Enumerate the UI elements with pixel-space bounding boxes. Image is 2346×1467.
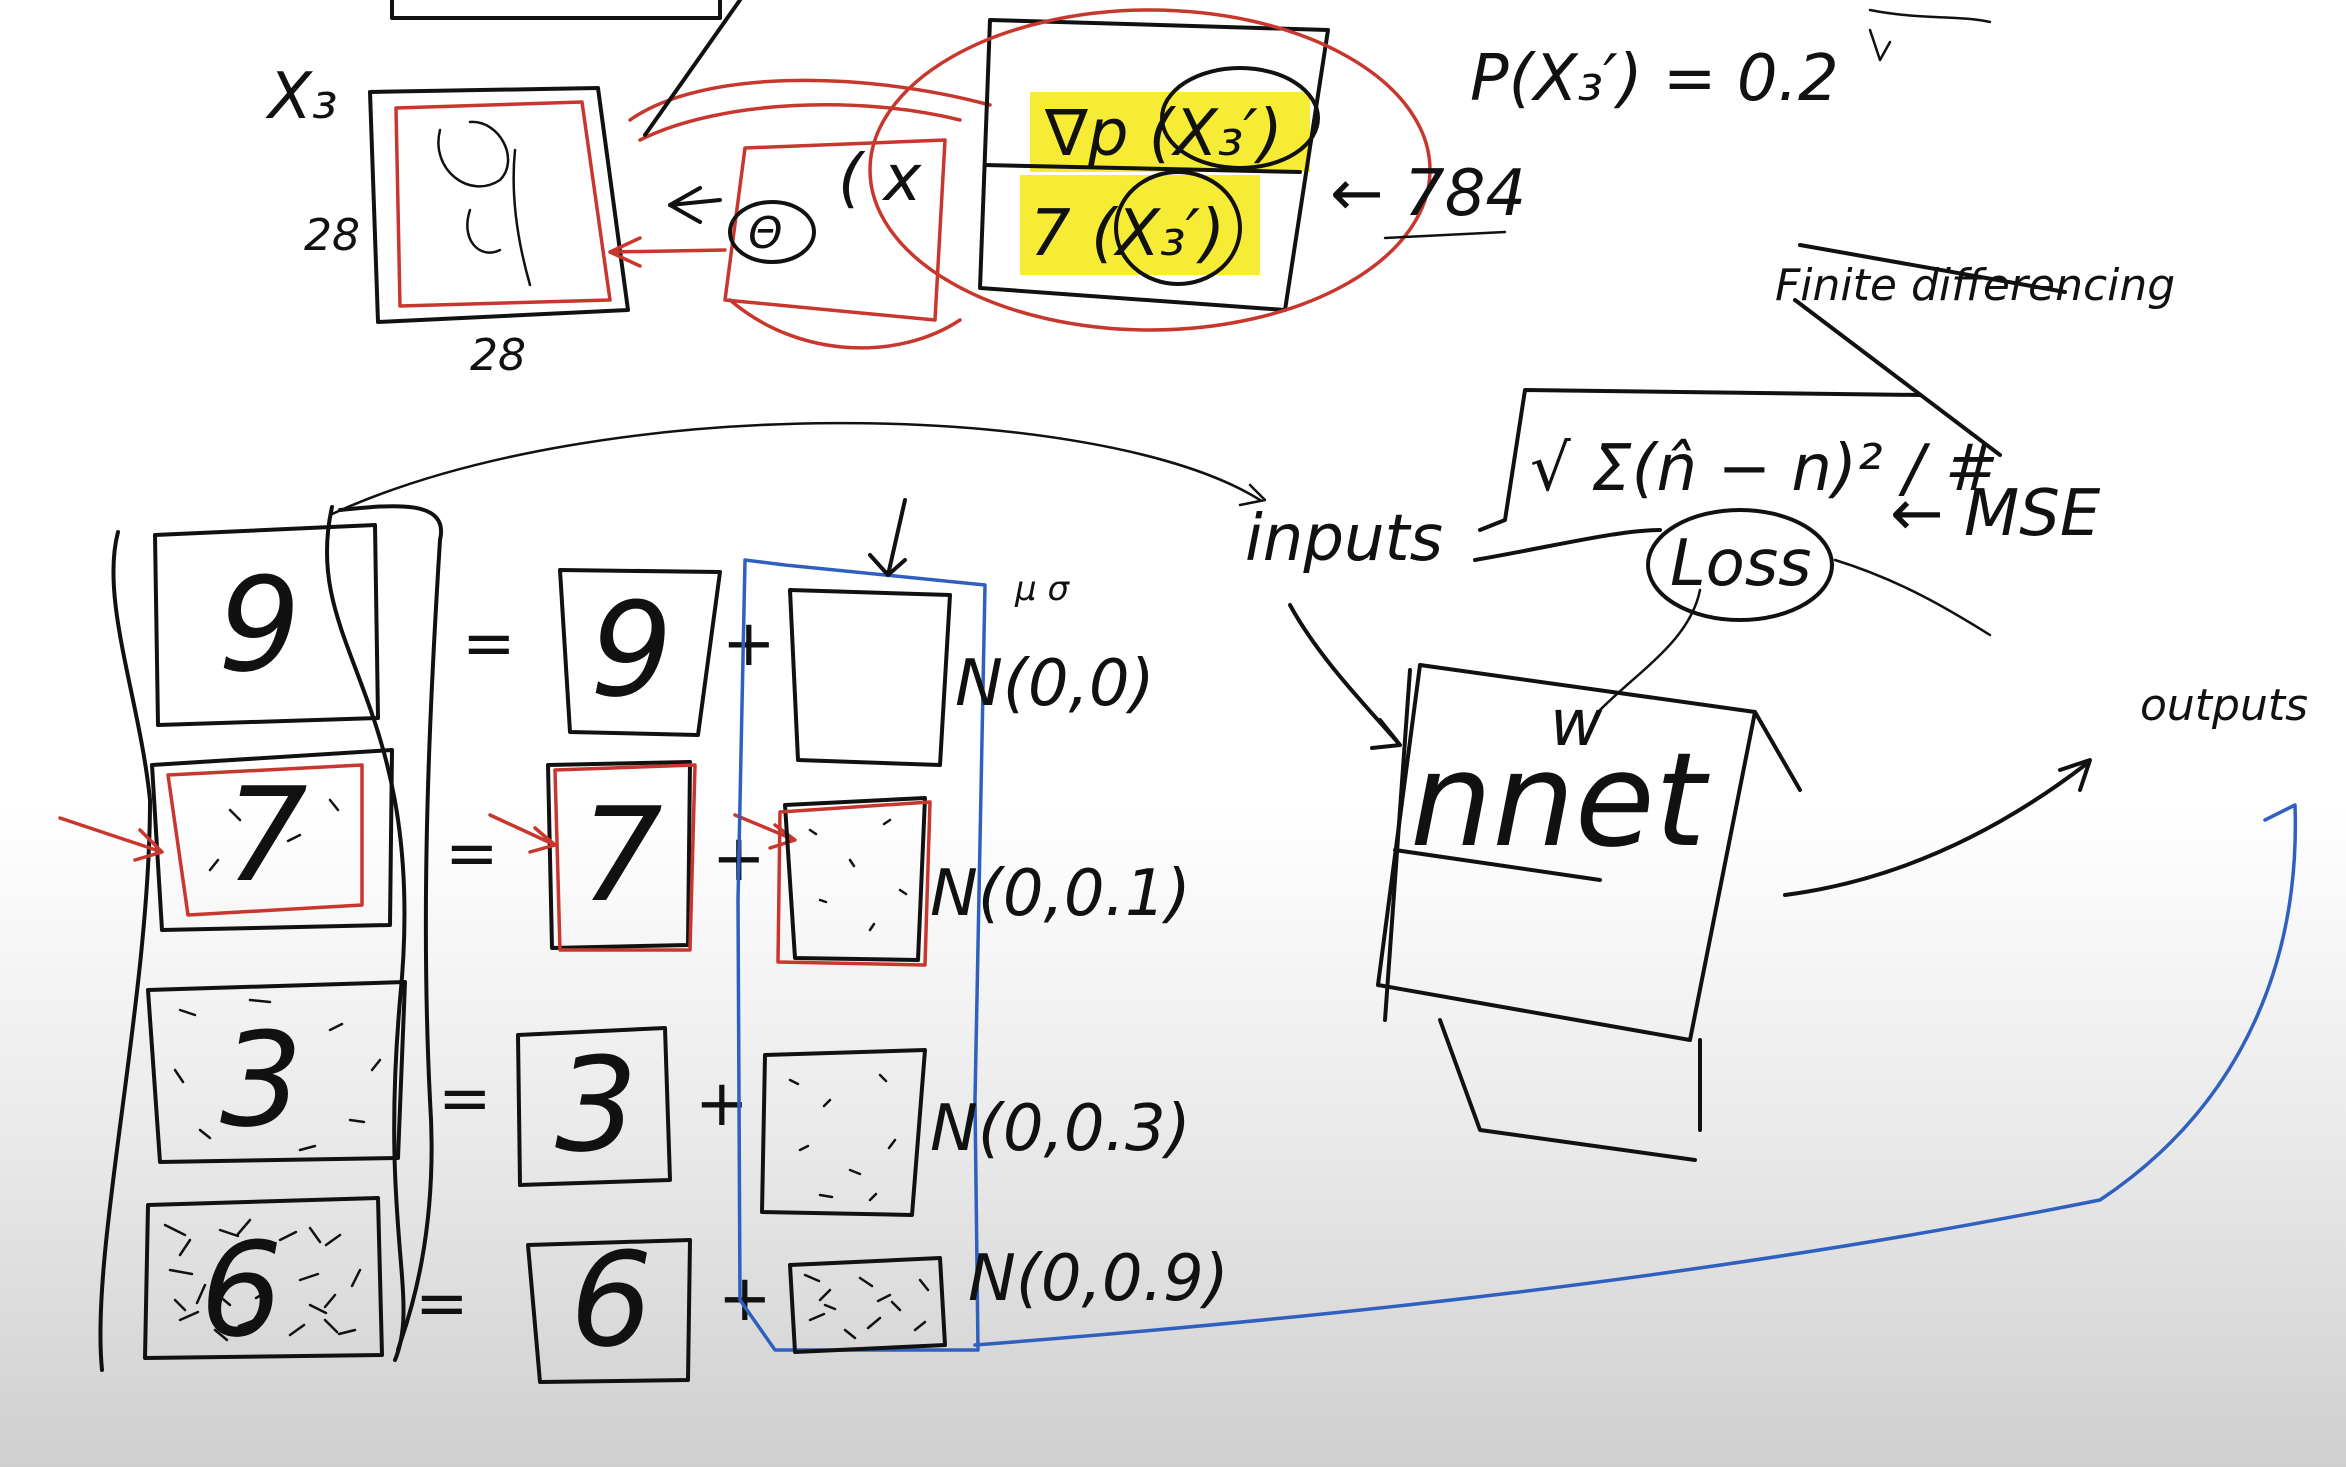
digit-4: 6 — [570, 1224, 653, 1376]
seven-x3-circle — [1114, 170, 1242, 286]
loss-formula: √ Σ(n̂ − n)² / # — [1530, 432, 1998, 506]
noise-strokes-row-2 — [208, 798, 340, 872]
diagonal-line — [643, 0, 742, 137]
noise-red-box-2 — [776, 800, 932, 967]
dataset-left-bracket-top — [324, 505, 407, 1362]
noise-dots-3 — [788, 1073, 897, 1202]
row-sum-box-3 — [146, 980, 407, 1164]
grad-highlight — [1030, 92, 1310, 172]
x3-red-outline — [394, 100, 612, 308]
noise-box-2 — [783, 796, 927, 962]
loss-line-left — [1473, 528, 1662, 562]
plus-1: + — [722, 607, 776, 681]
theta-red-box — [723, 138, 947, 322]
equals-2: = — [445, 817, 499, 891]
cx-label: ( x — [838, 142, 922, 216]
row-sum-digit-1: 9 — [218, 549, 301, 701]
loss-label: Loss — [1670, 527, 1812, 601]
red-arrow-row-2-left — [58, 816, 164, 862]
digit-box-2 — [546, 760, 692, 950]
row-sum-box-4 — [143, 1196, 384, 1360]
red-group-ellipse — [868, 8, 1432, 332]
digit-2: 7 — [580, 779, 663, 931]
mu-sigma-labels: μ σ — [1014, 569, 1070, 609]
finite-differencing-label: Finite differencing — [1775, 260, 2175, 311]
theta-label: Θ — [748, 208, 783, 259]
row-sum-box-2 — [150, 748, 394, 932]
noise-strokes-row-4 — [163, 1218, 362, 1342]
equals-1: = — [462, 607, 516, 681]
nnet-label: nnet — [1410, 724, 1710, 876]
finite-differencing-strike — [1793, 243, 2067, 457]
dist-label-4: N(0,0.9) — [968, 1242, 1229, 1316]
plus-4: + — [718, 1262, 772, 1336]
inputs-arrow — [1288, 603, 1402, 750]
noise-dots-2 — [808, 818, 908, 932]
row-sum-digit-3: 3 — [220, 1004, 303, 1156]
noise-dots-4 — [803, 1273, 930, 1340]
weights-label: w — [1550, 687, 1603, 761]
outputs-arrow — [1783, 758, 2092, 897]
digit-box-4 — [526, 1238, 692, 1384]
x3-image-box — [368, 86, 630, 324]
red-arrow-to-x3 — [608, 236, 727, 268]
row-sum-red-box-2 — [166, 763, 364, 917]
cut-off-box — [390, 0, 722, 20]
mse-label: ← MSE — [1890, 477, 2101, 551]
red-arrow-row-2-mid — [488, 813, 557, 854]
inputs-label: inputs — [1245, 502, 1443, 576]
down-arrow-noise — [868, 498, 907, 577]
digit-3: 3 — [555, 1029, 638, 1181]
dim-bottom-label: 28 — [470, 330, 526, 381]
gradient-table-divider — [983, 163, 1302, 174]
noise-box-4 — [788, 1256, 947, 1354]
top-section: X₃ 28 28 Θ ( x ∇p (X₃′) 7 (X₃′) ← 784 P(… — [265, 0, 1992, 381]
dataset-outer-stroke — [98, 530, 152, 1372]
outputs-label: outputs — [2140, 680, 2308, 731]
digit-box-1 — [558, 568, 722, 737]
digit-box-3 — [516, 1026, 672, 1187]
sqrt-sign — [1478, 388, 1922, 532]
noise-strokes-row-3 — [173, 998, 382, 1152]
red-arc-top-2 — [638, 102, 962, 142]
digit-red-box-2 — [553, 763, 697, 952]
probability-label: P(X₃′) = 0.2 — [1470, 42, 1839, 116]
dist-label-3: N(0,0.3) — [930, 1092, 1191, 1166]
noise-box-1 — [788, 588, 952, 767]
red-arc-top — [628, 78, 992, 122]
blue-return-curve — [973, 803, 2298, 1347]
digit-1: 9 — [590, 574, 673, 726]
network-section: inputs nnet w outputs Loss √ Σ(n̂ − n)² … — [973, 243, 2308, 1347]
theta-circle — [728, 200, 816, 264]
nnet-underline — [1393, 848, 1602, 882]
loss-to-weights-line — [1598, 588, 1702, 712]
loss-ellipse — [1646, 508, 1834, 622]
loss-line-right — [1833, 558, 1992, 637]
red-arc-bottom — [728, 298, 962, 350]
dist-label-1: N(0,0) — [955, 647, 1155, 721]
dim-left-label: 28 — [304, 210, 360, 261]
dim-784-underline — [1383, 230, 1507, 240]
equals-4: = — [415, 1267, 469, 1341]
inputs-curve-arrow — [1238, 483, 1267, 507]
row-sum-box-1 — [153, 523, 380, 727]
noise-box-3 — [760, 1048, 927, 1217]
arrow-to-x3 — [668, 186, 722, 224]
grad-x3-circle — [1160, 66, 1320, 170]
dim-784-label: ← 784 — [1330, 157, 1526, 231]
noise-column-blue-outline — [736, 558, 987, 1352]
nnet-cube-front — [1376, 663, 1757, 1042]
x3-label: X₃ — [265, 60, 338, 134]
row-sum-digit-2: 7 — [225, 759, 308, 911]
seven-highlight — [1020, 175, 1260, 275]
equals-3: = — [438, 1062, 492, 1136]
inputs-curve — [328, 421, 1262, 517]
faint-nine-sketch — [437, 120, 532, 287]
noise-dataset: 9 7 3 6 = = = = 9 7 3 6 + + + + — [58, 421, 1267, 1384]
probability-scribble — [1868, 8, 1992, 62]
dist-label-2: N(0,0.1) — [930, 857, 1191, 931]
dataset-right-bracket — [338, 504, 444, 1352]
nnet-cube-edges — [1383, 668, 1802, 1162]
